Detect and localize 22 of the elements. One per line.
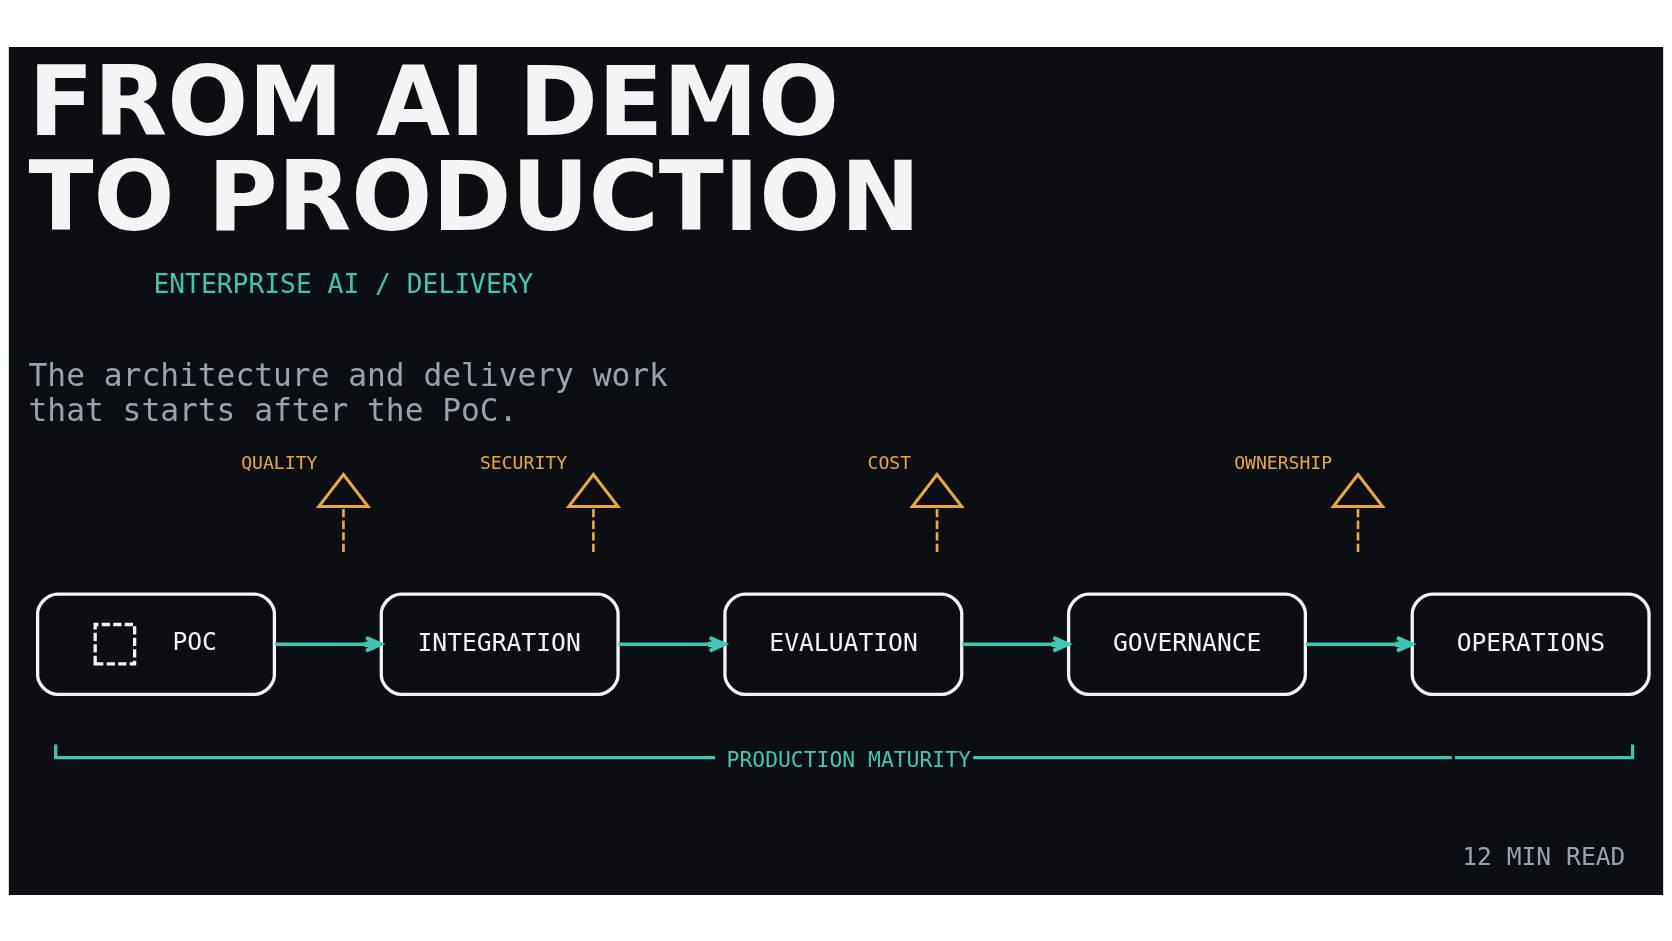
node-box: INTEGRATION <box>379 591 620 696</box>
connector <box>592 508 595 555</box>
connector <box>935 508 939 555</box>
label: PRODUCTION MATURITY <box>726 746 971 772</box>
diagram-title: FROM AI DEMO TO PRODUCTION <box>28 45 921 252</box>
node-box: OPERATIONS <box>1410 591 1651 696</box>
label: The architecture and delivery work that starts after the PoC. <box>28 356 668 428</box>
arrow <box>962 635 1071 653</box>
connector <box>1356 508 1360 555</box>
node-label: QUALITY <box>241 451 318 473</box>
label: 12 MIN READ <box>1462 841 1626 871</box>
arrow <box>274 635 383 653</box>
node-label: SECURITY <box>479 451 568 473</box>
node-box: EVALUATION <box>723 591 964 696</box>
arrow <box>618 635 727 653</box>
node-label: COST <box>867 451 912 473</box>
node-box: POC <box>35 591 277 696</box>
node-label: OWNERSHIP <box>1234 451 1333 473</box>
node-box: GOVERNANCE <box>1066 591 1307 696</box>
label: ENTERPRISE AI / DELIVERY <box>153 268 534 299</box>
connector <box>342 508 345 555</box>
arrow <box>1305 635 1414 653</box>
